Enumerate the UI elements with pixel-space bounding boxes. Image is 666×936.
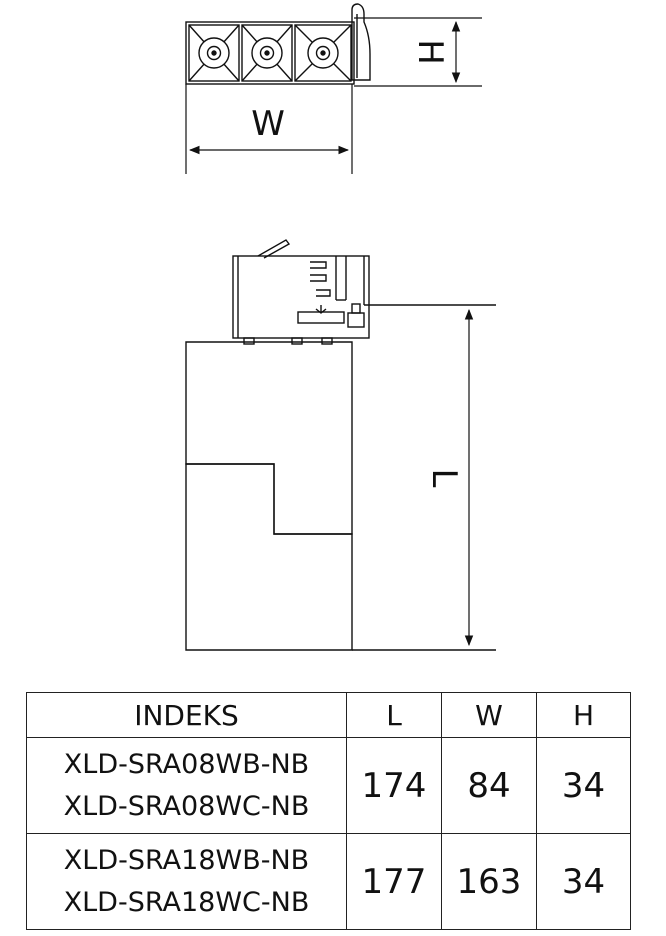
table-header-row: INDEKS L W H [26, 692, 631, 738]
header-w: W [441, 692, 537, 738]
value-h: 34 [536, 737, 631, 834]
model-code: XLD-SRA18WC-NB [63, 886, 310, 918]
model-cell: XLD-SRA18WB-NB XLD-SRA18WC-NB [26, 833, 347, 930]
side-view [185, 239, 496, 651]
header-h: H [536, 692, 631, 738]
value-l: 177 [346, 833, 442, 930]
spec-table: INDEKS L W H XLD-SRA08WB-NB XLD-SRA08WC-… [26, 692, 631, 930]
model-code: XLD-SRA08WC-NB [63, 790, 310, 822]
h-label: H [410, 39, 450, 65]
model-cell: XLD-SRA08WB-NB XLD-SRA08WC-NB [26, 737, 347, 834]
led-cell [188, 24, 240, 82]
header-l: L [346, 692, 442, 738]
value-h: 34 [536, 833, 631, 930]
top-view [185, 3, 371, 85]
value-w: 84 [441, 737, 537, 834]
w-dimension [185, 84, 353, 174]
header-indeks: INDEKS [26, 692, 347, 738]
h-dimension [354, 17, 482, 87]
led-cell [294, 24, 352, 82]
value-l: 174 [346, 737, 442, 834]
model-code: XLD-SRA08WB-NB [63, 748, 310, 780]
w-label: W [251, 104, 285, 144]
model-code: XLD-SRA18WB-NB [63, 844, 310, 876]
table-row: XLD-SRA18WB-NB XLD-SRA18WC-NB 177 163 34 [26, 833, 631, 930]
table-row: XLD-SRA08WB-NB XLD-SRA08WC-NB 174 84 34 [26, 737, 631, 834]
led-cell [241, 24, 293, 82]
l-label: L [424, 469, 464, 488]
value-w: 163 [441, 833, 537, 930]
technical-drawing: H W [185, 3, 496, 651]
